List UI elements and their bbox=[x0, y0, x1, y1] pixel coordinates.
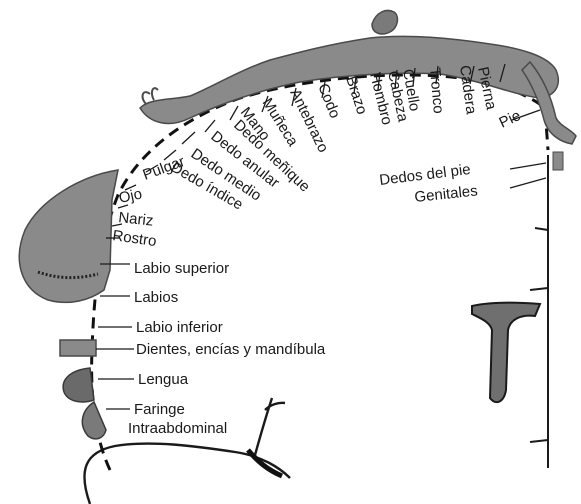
label-nariz: Nariz bbox=[118, 209, 155, 230]
homunculus-head bbox=[372, 11, 397, 34]
label-labio-superior: Labio superior bbox=[134, 260, 229, 277]
label-tronco: Tronco bbox=[426, 67, 447, 114]
label-rostro: Rostro bbox=[111, 227, 157, 250]
label-intraabdominal: Intraabdominal bbox=[128, 420, 227, 437]
label-lengua: Lengua bbox=[138, 371, 189, 388]
pharynx-shape bbox=[82, 402, 106, 439]
label-pie: Pie bbox=[497, 107, 524, 132]
label-labio-inferior: Labio inferior bbox=[136, 319, 223, 336]
label-codo: Codo bbox=[314, 81, 343, 121]
teeth-shape bbox=[60, 340, 96, 356]
label-dientes: Dientes, encías y mandíbula bbox=[136, 341, 326, 358]
label-genitales: Genitales bbox=[414, 182, 479, 206]
label-ojo: Ojo bbox=[117, 185, 143, 206]
label-brazo: Brazo bbox=[342, 74, 370, 117]
label-faringe: Faringe bbox=[134, 401, 185, 418]
intraabdominal-organ bbox=[472, 303, 540, 402]
genitals-shape bbox=[553, 152, 563, 170]
cortex-inner-outline bbox=[84, 398, 290, 504]
label-labios: Labios bbox=[134, 289, 178, 306]
homunculus-face bbox=[19, 170, 118, 302]
cortex-dark-stroke bbox=[248, 450, 282, 476]
tongue-shape bbox=[63, 368, 94, 402]
